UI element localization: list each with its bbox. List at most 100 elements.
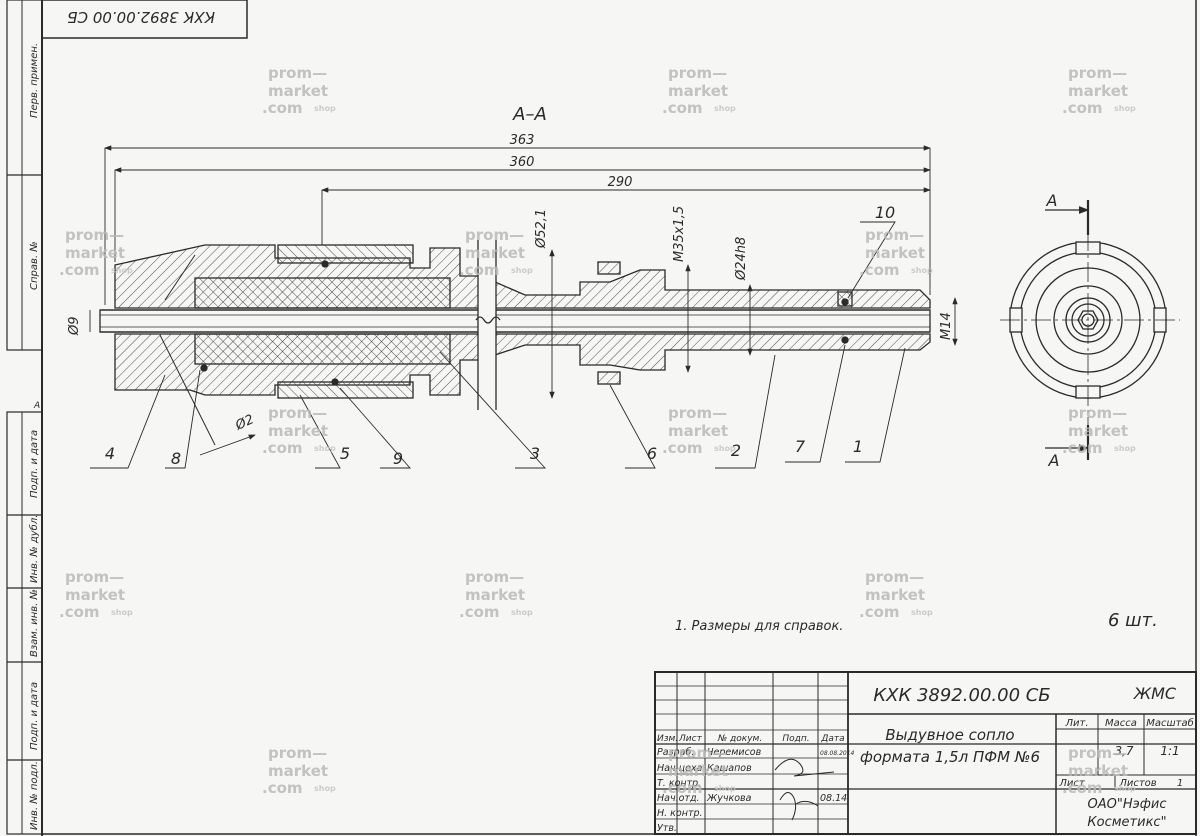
watermark-line2: market <box>1068 82 1128 100</box>
callout-8: 8 <box>171 449 181 468</box>
watermark: prom—market.com shop <box>859 568 933 621</box>
side-label-inv-podl: Инв. № подл. <box>29 761 40 830</box>
side-labels: Перв. примен. Справ. № Подп. и дата Инв.… <box>28 43 40 830</box>
watermark-shop: shop <box>714 104 736 113</box>
watermark: prom—market.com shop <box>59 568 133 621</box>
watermark-shop: shop <box>1114 444 1136 453</box>
tb-col-header: Лист <box>678 734 703 744</box>
watermark-line2: market <box>865 586 925 604</box>
watermark-line3: .com <box>859 603 900 621</box>
tb-name: Жучкова <box>706 793 752 804</box>
callout-9: 9 <box>393 449 403 468</box>
watermark-shop: shop <box>714 784 736 793</box>
watermark-line1: prom— <box>465 226 524 244</box>
dim-290: 290 <box>608 175 633 190</box>
tb-hdr-scale: Масштаб <box>1146 717 1194 729</box>
dimension-lines <box>89 145 958 456</box>
watermark-line3: .com <box>262 439 303 457</box>
tb-col-header: Подп. <box>782 734 809 744</box>
callout-4: 4 <box>105 444 115 463</box>
watermark-shop: shop <box>511 608 533 617</box>
tb-name: Черемисов <box>707 747 762 758</box>
watermark-line2: market <box>65 244 125 262</box>
dim-phi52: Ø52,1 <box>534 209 549 249</box>
watermark-line2: market <box>268 762 328 780</box>
tb-date: 08.14 <box>820 793 847 804</box>
watermark-line1: prom— <box>65 226 124 244</box>
watermark-line1: prom— <box>865 568 924 586</box>
tb-material-code: ЖМС <box>1133 684 1177 703</box>
watermark-line2: market <box>668 82 728 100</box>
tb-name: Кашапов <box>707 763 752 774</box>
tb-col-header: Дата <box>820 734 844 744</box>
dim-m14: M14 <box>939 312 954 340</box>
watermark-line2: market <box>65 586 125 604</box>
side-label-vzam-inv: Взам. инв. № <box>29 589 40 657</box>
watermark-shop: shop <box>111 608 133 617</box>
tb-role: Разраб. <box>657 747 694 758</box>
watermark-line2: market <box>865 244 925 262</box>
callout-6: 6 <box>647 444 657 463</box>
watermark-line3: .com <box>459 603 500 621</box>
watermark-line3: .com <box>459 261 500 279</box>
watermark-line1: prom— <box>1068 404 1127 422</box>
tb-col-header: № докум. <box>717 734 762 744</box>
side-label-sprav-no: Справ. № <box>29 241 40 290</box>
watermark-line2: market <box>465 244 525 262</box>
watermark-line2: market <box>268 82 328 100</box>
callout-2: 2 <box>731 441 741 460</box>
callout-1: 1 <box>853 437 863 456</box>
callout-10: 10 <box>875 203 895 222</box>
watermark-line1: prom— <box>465 568 524 586</box>
leader-lines <box>90 221 906 469</box>
title-block-texts: КХК 3892.00.00 СБ ЖМС Выдувное сопло фор… <box>860 684 1194 830</box>
side-label-inv-dubl: Инв. № дубл. <box>28 515 40 583</box>
watermark-shop: shop <box>1114 784 1136 793</box>
tb-designation: КХК 3892.00.00 СБ <box>873 685 1050 706</box>
watermark-shop: shop <box>911 608 933 617</box>
dim-m35: M35x1,5 <box>672 206 687 262</box>
dim-363: 363 <box>510 133 535 148</box>
tb-role: Нач.цеха <box>657 763 703 774</box>
watermark-line3: .com <box>662 779 703 797</box>
side-label-podp-data-2: Подп. и дата <box>29 682 40 750</box>
tb-role: Н. контр. <box>657 808 703 819</box>
watermark-line3: .com <box>262 779 303 797</box>
view-marker-a-bottom: А <box>1048 451 1060 470</box>
watermark-line3: .com <box>1062 99 1103 117</box>
watermark-shop: shop <box>911 266 933 275</box>
side-mark: А <box>33 401 40 411</box>
tb-sheets-count: 1 <box>1177 778 1183 789</box>
watermark-line3: .com <box>662 439 703 457</box>
tb-hdr-mass: Масса <box>1105 718 1137 729</box>
quantity-note: 6 шт. <box>1108 610 1158 631</box>
watermark-shop: shop <box>314 104 336 113</box>
tb-role: Нач.отд. <box>657 793 700 804</box>
watermark-line1: prom— <box>65 568 124 586</box>
callout-7: 7 <box>795 437 806 456</box>
tb-date: 08.08.2014 <box>820 750 855 757</box>
rotated-drawing-code: КХК 3892.00.00 СБ <box>67 8 215 26</box>
section-title: А–А <box>512 104 547 125</box>
dim-360: 360 <box>510 155 535 170</box>
side-label-perv-primen: Перв. примен. <box>29 43 40 118</box>
watermark-line3: .com <box>59 603 100 621</box>
nozzle-section <box>99 240 931 446</box>
tb-org-line2: Косметикс" <box>1087 815 1166 830</box>
